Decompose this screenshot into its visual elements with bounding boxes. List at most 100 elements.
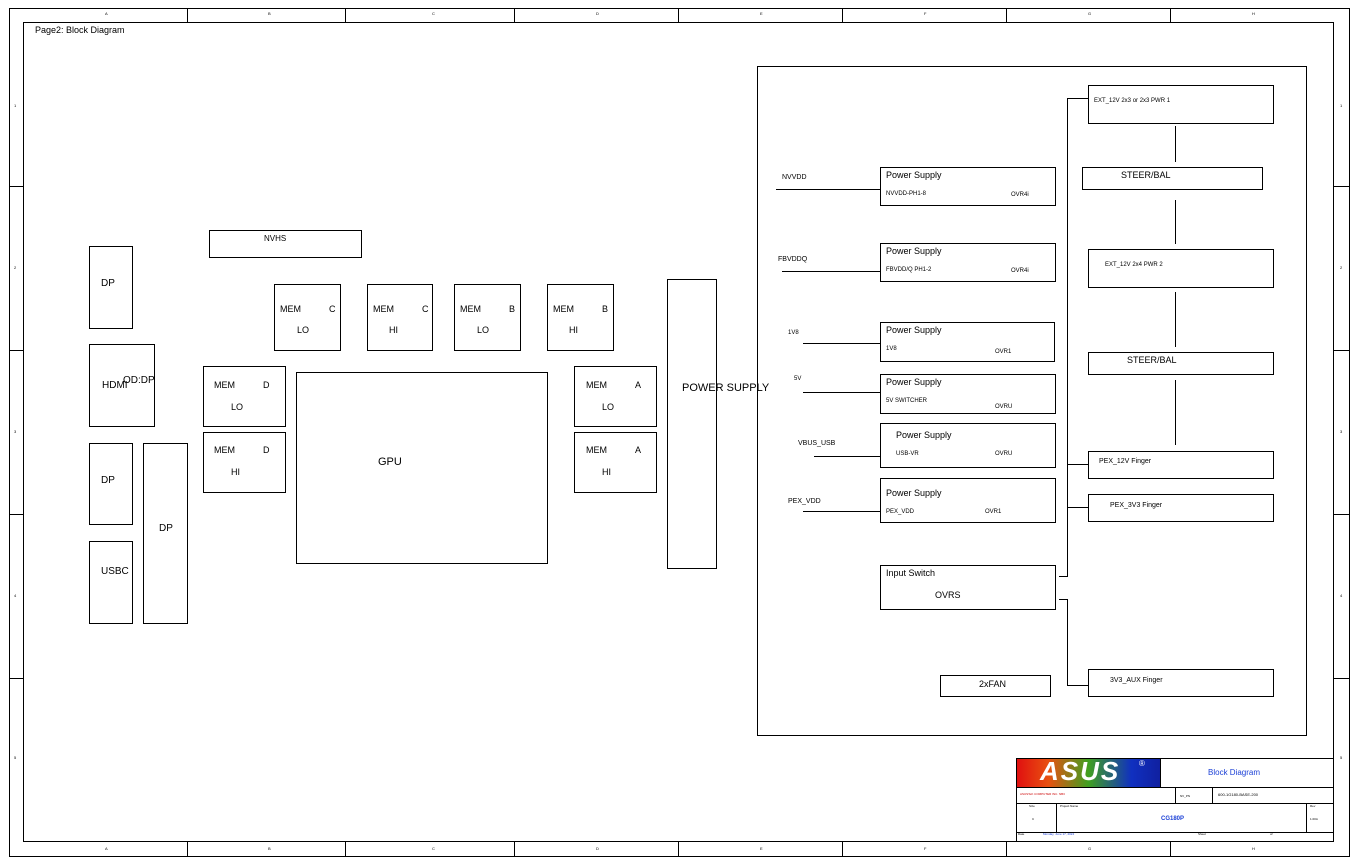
zone-row-1-right: 1: [1340, 103, 1343, 108]
dp-connector-1-label: DP: [101, 278, 115, 289]
title-block-sheet-label: Sheet: [1198, 832, 1206, 836]
mem-b-lo-channel: B: [509, 304, 516, 314]
title-block-date: Monday, June 17, 2024: [1043, 832, 1075, 836]
rail-net-1v8: 1V8: [788, 330, 799, 336]
mem-b-lo-level: LO: [477, 325, 490, 335]
zone-col-d-top: D: [596, 11, 599, 16]
zone-col-b-bottom: B: [268, 846, 271, 851]
dp-connector-3: [143, 443, 188, 624]
zone-row-2-right: 2: [1340, 265, 1343, 270]
title-block-title: Block Diagram: [1208, 768, 1261, 777]
zone-col-a-top: A: [105, 11, 108, 16]
rail-box-5v: [880, 374, 1056, 414]
mem-a-lo: [574, 366, 657, 427]
title-block-date-label: Date: [1018, 832, 1025, 836]
rail-net-fbvddq: FBVDDQ: [778, 256, 808, 263]
zone-col-f-bottom: F: [924, 846, 927, 851]
pex-3v3-finger: [1088, 494, 1274, 522]
power-supply-label: POWER SUPPLY: [682, 382, 770, 394]
mem-c-hi-channel: C: [422, 304, 429, 314]
steer-bal-2-label: STEER/BAL: [1127, 355, 1177, 365]
mem-d-lo: [203, 366, 286, 427]
rail-ctrl-fbvddq: OVR4i: [1011, 268, 1029, 274]
title-block-project: CG180P: [1161, 816, 1185, 822]
mem-d-hi-label: MEM: [214, 445, 235, 455]
mem-b-lo-label: MEM: [460, 304, 481, 314]
rail-box-nvvdd: [880, 167, 1056, 206]
mem-c-lo-channel: C: [329, 304, 336, 314]
dp-connector-2: [89, 443, 133, 525]
zone-col-f-top: F: [924, 11, 927, 16]
rail-sub-pex-vdd: PEX_VDD: [886, 509, 915, 515]
mem-b-hi-label: MEM: [553, 304, 574, 314]
rail-sub-1v8: 1V8: [886, 346, 897, 352]
usbc-connector-label: USBC: [101, 566, 129, 577]
rail-ctrl-pex-vdd: OVR1: [985, 509, 1002, 515]
rail-ctrl-nvvdd: OVR4i: [1011, 192, 1029, 198]
zone-col-c-bottom: C: [432, 846, 435, 851]
rail-box-1v8: [880, 322, 1055, 362]
rail-ctrl-5v: OVRU: [995, 404, 1013, 410]
asus-logo-text: ASUS: [1040, 756, 1121, 786]
zone-col-e-top: E: [760, 11, 763, 16]
mem-c-hi-label: MEM: [373, 304, 394, 314]
dp-connector-3-label: DP: [159, 523, 173, 534]
mem-b-hi: [547, 284, 614, 351]
mem-d-lo-channel: D: [263, 380, 270, 390]
zone-row-3-left: 3: [14, 429, 17, 434]
aux-3v3-finger: [1088, 669, 1274, 697]
ext-12v-pwr2: [1088, 249, 1274, 288]
mem-a-hi-channel: A: [635, 445, 642, 455]
asus-logo-reg: ®: [1139, 759, 1145, 768]
page-title: Page2: Block Diagram: [35, 25, 125, 35]
hdmi-connector-label: HDMI: [102, 380, 128, 391]
rail-title-fbvddq: Power Supply: [886, 246, 942, 256]
zone-col-b-top: B: [268, 11, 271, 16]
asus-logo: [1017, 759, 1160, 787]
zone-col-g-bottom: G: [1088, 846, 1092, 851]
rail-box-vbus-usb: [880, 423, 1056, 468]
mem-b-lo: [454, 284, 521, 351]
gpu-label: GPU: [378, 456, 402, 468]
mem-c-hi-level: HI: [389, 325, 398, 335]
rail-ctrl-vbus-usb: OVRU: [995, 451, 1013, 457]
gpu-block: [296, 372, 548, 564]
rail-sub-fbvddq: FBVDD/Q PH1-2: [886, 267, 932, 273]
rail-title-pex-vdd: Power Supply: [886, 488, 942, 498]
input-switch-ctrl: OVRS: [935, 590, 961, 600]
rail-title-nvvdd: Power Supply: [886, 170, 942, 180]
title-block-rev: 1.00A: [1310, 817, 1318, 821]
zone-row-4-right: 4: [1340, 593, 1343, 598]
rail-title-1v8: Power Supply: [886, 325, 942, 335]
zone-col-d-bottom: D: [596, 846, 599, 851]
title-block-nvpn-label: NV_PN: [1180, 794, 1191, 798]
title-block: [1016, 758, 1334, 842]
mem-a-hi-level: HI: [602, 467, 611, 477]
steer-bal-2: [1088, 352, 1274, 375]
rail-net-5v: 5V: [794, 376, 802, 382]
power-supply-block: [667, 279, 717, 569]
zone-col-e-bottom: E: [760, 846, 763, 851]
mem-b-hi-channel: B: [602, 304, 609, 314]
input-switch-block: [880, 565, 1056, 610]
zone-row-2-left: 2: [14, 265, 17, 270]
zone-col-c-top: C: [432, 11, 435, 16]
rail-title-5v: Power Supply: [886, 377, 942, 387]
mem-a-lo-channel: A: [635, 380, 642, 390]
title-block-project-label: Project Name: [1060, 804, 1079, 808]
mem-c-lo-level: LO: [297, 325, 310, 335]
pex-12v-finger: [1088, 451, 1274, 479]
rail-box-pex-vdd: [880, 478, 1056, 523]
ext-12v-pwr2-label: EXT_12V 2x4 PWR 2: [1105, 262, 1163, 268]
rail-sub-nvvdd: NVVDD-PH1-8: [886, 191, 927, 197]
pex-12v-finger-label: PEX_12V Finger: [1099, 458, 1152, 465]
rail-net-pex-vdd: PEX_VDD: [788, 498, 821, 505]
aux-3v3-finger-label: 3V3_AUX Finger: [1110, 677, 1163, 684]
fan-label: 2xFAN: [979, 679, 1007, 689]
rail-net-vbus-usb: VBUS_USB: [798, 440, 836, 447]
usbc-connector: [89, 541, 133, 624]
od-dp-label: OD:DP: [123, 375, 155, 386]
ext-12v-pwr1: [1088, 85, 1274, 124]
rail-title-vbus-usb: Power Supply: [896, 430, 952, 440]
